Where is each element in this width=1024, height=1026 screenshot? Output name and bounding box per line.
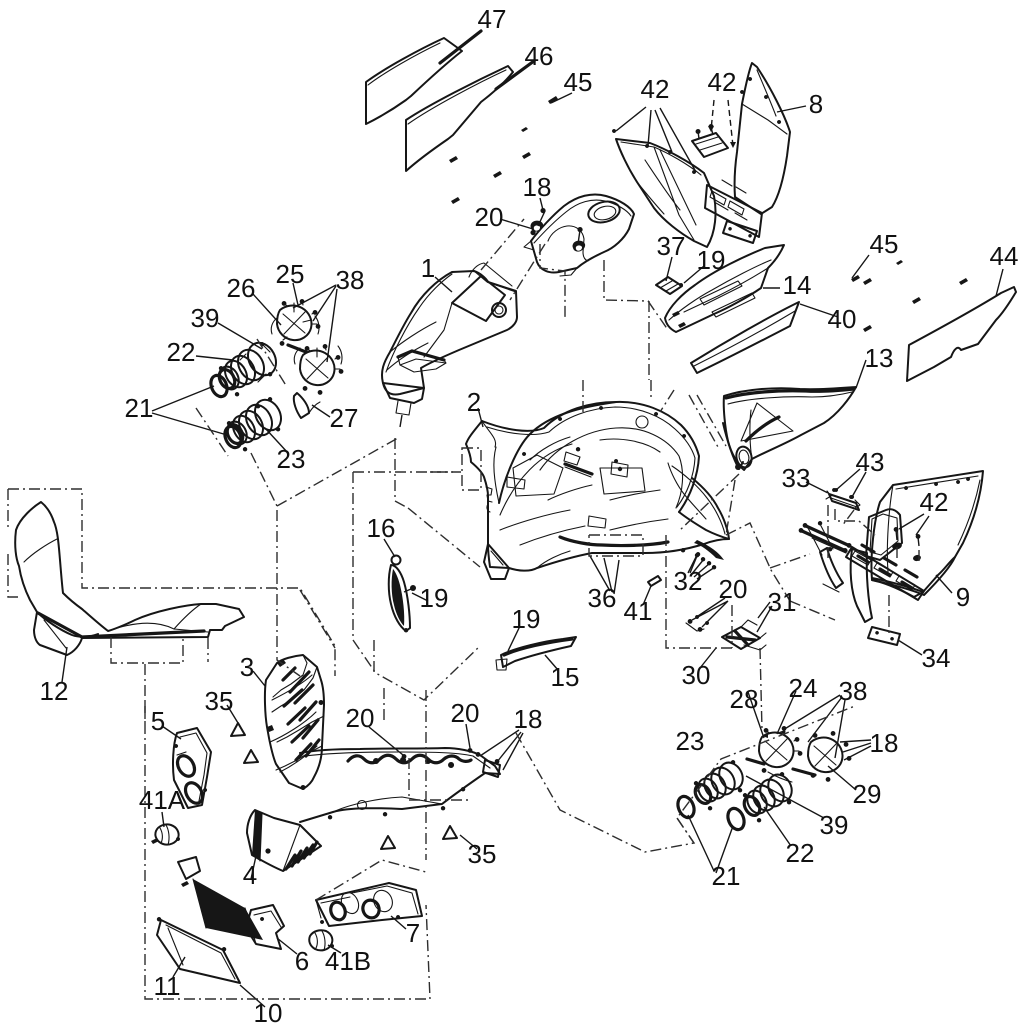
svg-text:29: 29 (853, 779, 882, 809)
svg-text:41B: 41B (325, 946, 371, 976)
svg-text:19: 19 (697, 245, 726, 275)
svg-text:8: 8 (809, 89, 823, 119)
svg-text:21: 21 (125, 393, 154, 423)
svg-text:7: 7 (406, 918, 420, 948)
svg-text:20: 20 (451, 698, 480, 728)
svg-text:10: 10 (254, 998, 283, 1026)
svg-text:19: 19 (512, 604, 541, 634)
svg-text:22: 22 (786, 838, 815, 868)
svg-text:26: 26 (227, 273, 256, 303)
svg-text:35: 35 (468, 839, 497, 869)
svg-text:41: 41 (624, 596, 653, 626)
svg-text:21: 21 (712, 861, 741, 891)
svg-text:35: 35 (205, 686, 234, 716)
svg-text:20: 20 (346, 703, 375, 733)
svg-text:19: 19 (420, 583, 449, 613)
svg-text:44: 44 (990, 241, 1019, 271)
svg-text:4: 4 (243, 860, 257, 890)
svg-text:34: 34 (922, 643, 951, 673)
svg-text:28: 28 (730, 684, 759, 714)
svg-text:32: 32 (674, 566, 703, 596)
svg-text:1: 1 (421, 253, 435, 283)
svg-text:41A: 41A (139, 785, 186, 815)
svg-text:18: 18 (523, 172, 552, 202)
svg-text:40: 40 (828, 304, 857, 334)
svg-text:45: 45 (870, 229, 899, 259)
svg-text:36: 36 (588, 583, 617, 613)
svg-text:20: 20 (475, 202, 504, 232)
svg-text:42: 42 (641, 74, 670, 104)
svg-text:27: 27 (330, 403, 359, 433)
svg-text:12: 12 (40, 676, 69, 706)
svg-text:23: 23 (277, 444, 306, 474)
svg-text:47: 47 (478, 4, 507, 34)
svg-text:37: 37 (657, 231, 686, 261)
svg-text:38: 38 (336, 265, 365, 295)
svg-text:39: 39 (820, 810, 849, 840)
svg-text:5: 5 (151, 706, 165, 736)
svg-text:38: 38 (839, 676, 868, 706)
svg-text:2: 2 (467, 387, 481, 417)
svg-text:45: 45 (564, 67, 593, 97)
svg-text:23: 23 (676, 726, 705, 756)
svg-text:33: 33 (782, 463, 811, 493)
svg-text:18: 18 (514, 704, 543, 734)
svg-text:16: 16 (367, 513, 396, 543)
svg-text:43: 43 (856, 447, 885, 477)
svg-text:24: 24 (789, 673, 818, 703)
svg-text:42: 42 (708, 67, 737, 97)
svg-text:20: 20 (719, 574, 748, 604)
svg-text:22: 22 (167, 337, 196, 367)
svg-text:6: 6 (295, 946, 309, 976)
svg-text:9: 9 (956, 582, 970, 612)
svg-text:25: 25 (276, 259, 305, 289)
svg-text:46: 46 (525, 41, 554, 71)
svg-text:13: 13 (865, 343, 894, 373)
svg-text:15: 15 (551, 662, 580, 692)
svg-text:31: 31 (768, 587, 797, 617)
svg-text:42: 42 (920, 487, 949, 517)
svg-text:39: 39 (191, 303, 220, 333)
svg-text:3: 3 (240, 652, 254, 682)
svg-text:14: 14 (783, 270, 812, 300)
svg-text:11: 11 (154, 971, 181, 1001)
svg-text:30: 30 (682, 660, 711, 690)
svg-text:18: 18 (870, 728, 899, 758)
